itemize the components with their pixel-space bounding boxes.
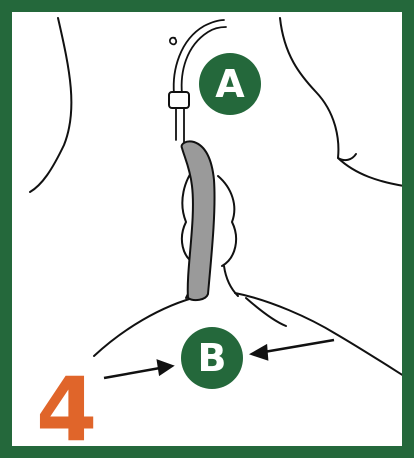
step-number: 4 <box>36 358 97 458</box>
badge-b-label: B <box>198 336 227 380</box>
badge-a-label: A <box>215 62 245 106</box>
tube-connector <box>169 92 189 108</box>
